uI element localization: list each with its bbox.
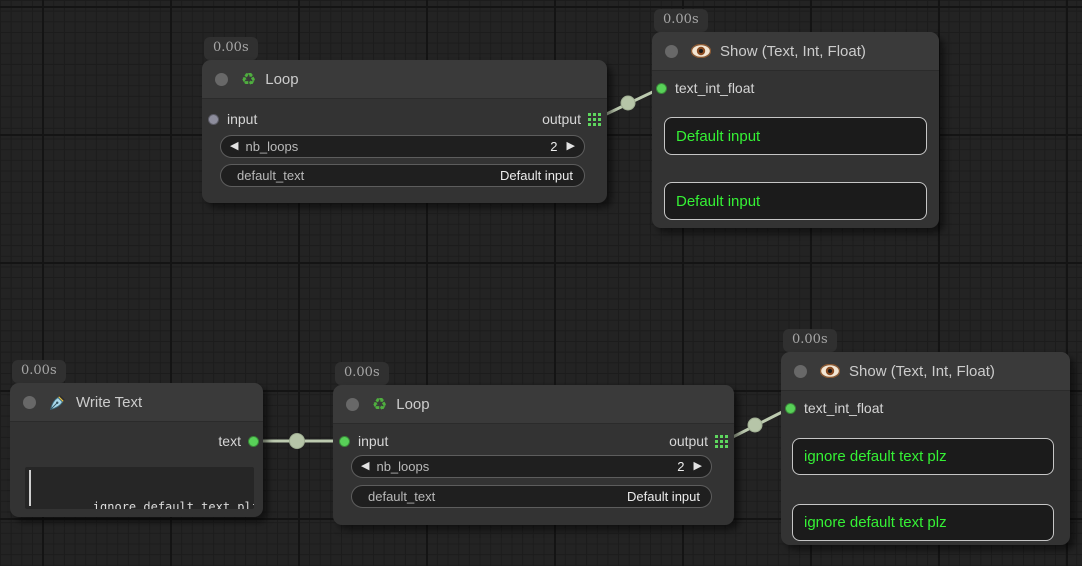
node-titlebar[interactable]: Show (Text, Int, Float): [781, 352, 1070, 391]
widget-value: 2: [677, 459, 685, 474]
display-value-box: Default input: [664, 117, 927, 155]
widget-label: default_text: [237, 168, 305, 183]
widget-value: 2: [550, 139, 558, 154]
collapse-dot[interactable]: [794, 364, 807, 378]
output-slot-label: text: [218, 433, 241, 449]
widget-value: Default input: [627, 489, 700, 504]
display-value: ignore default text plz: [804, 514, 947, 531]
eye-icon: [820, 364, 840, 378]
link-midpoint[interactable]: [620, 95, 636, 111]
collapse-dot[interactable]: [215, 72, 228, 86]
text-input-value: ignore default text plz: [92, 500, 254, 509]
node-loop-bottom[interactable]: 0.00s ♻ Loop input output: [333, 362, 734, 525]
input-slot-label: input: [227, 111, 258, 127]
stepper-right-icon[interactable]: ▶: [693, 460, 702, 472]
exec-time-badge: 0.00s: [654, 9, 708, 32]
display-value: ignore default text plz: [804, 448, 947, 465]
node-write-text[interactable]: 0.00s Write Text text: [10, 360, 263, 517]
input-slot[interactable]: [208, 113, 219, 125]
node-titlebar[interactable]: Write Text: [10, 383, 263, 422]
text-caret: [29, 470, 31, 506]
text-input[interactable]: ignore default text plz: [25, 467, 254, 509]
stepper-left-icon[interactable]: ◀: [230, 140, 239, 152]
node-titlebar[interactable]: ♻ Loop: [333, 385, 734, 424]
widget-label: default_text: [368, 489, 436, 504]
node-titlebar[interactable]: ♻ Loop: [202, 60, 607, 99]
display-value: Default input: [676, 192, 761, 210]
widget-label: nb_loops: [245, 139, 299, 154]
collapse-dot[interactable]: [23, 395, 36, 409]
eye-icon: [691, 44, 711, 58]
node-loop-top[interactable]: 0.00s ♻ Loop input output: [202, 37, 607, 203]
collapse-dot[interactable]: [346, 397, 359, 411]
input-slot-label: text_int_float: [804, 400, 884, 416]
pen-icon: [49, 393, 67, 411]
output-slot-label: output: [669, 433, 708, 449]
node-title: Show (Text, Int, Float): [720, 42, 866, 60]
node-title: Write Text: [76, 393, 143, 411]
stepper-right-icon[interactable]: ▶: [566, 140, 575, 152]
node-title: Show (Text, Int, Float): [849, 362, 995, 380]
default-text-field[interactable]: default_text Default input: [220, 164, 585, 187]
input-slot[interactable]: [656, 82, 667, 94]
exec-time-badge: 0.00s: [335, 362, 389, 385]
input-slot[interactable]: [339, 435, 350, 447]
display-value-box: ignore default text plz: [792, 504, 1054, 541]
stepper-left-icon[interactable]: ◀: [361, 460, 370, 472]
nb-loops-stepper[interactable]: ◀ nb_loops 2 ▶: [220, 135, 585, 158]
grid-output-slot[interactable]: [715, 434, 728, 448]
recycle-icon: ♻: [372, 394, 388, 414]
node-show-top[interactable]: 0.00s Show (Text, Int, Float) text_int_f…: [652, 9, 939, 228]
display-value-box: Default input: [664, 182, 927, 220]
exec-time-badge: 0.00s: [12, 360, 66, 383]
widget-label: nb_loops: [376, 459, 430, 474]
display-value-box: ignore default text plz: [792, 438, 1054, 475]
output-slot-label: output: [542, 111, 581, 127]
link-midpoint[interactable]: [289, 433, 305, 449]
input-slot[interactable]: [785, 402, 796, 414]
link-midpoint[interactable]: [747, 417, 763, 433]
exec-time-badge: 0.00s: [783, 329, 837, 352]
exec-time-badge: 0.00s: [204, 37, 258, 60]
recycle-icon: ♻: [241, 69, 257, 89]
node-title: Loop: [396, 395, 430, 413]
input-slot-label: text_int_float: [675, 80, 755, 96]
display-value: Default input: [676, 127, 761, 145]
widget-value: Default input: [500, 168, 573, 183]
default-text-field[interactable]: default_text Default input: [351, 485, 712, 508]
nb-loops-stepper[interactable]: ◀ nb_loops 2 ▶: [351, 455, 712, 478]
node-title: Loop: [265, 70, 299, 88]
node-titlebar[interactable]: Show (Text, Int, Float): [652, 32, 939, 71]
node-show-bottom[interactable]: 0.00s Show (Text, Int, Float) text_int_f…: [781, 329, 1070, 545]
output-slot[interactable]: [248, 435, 259, 447]
grid-output-slot[interactable]: [588, 112, 601, 126]
collapse-dot[interactable]: [665, 44, 678, 58]
input-slot-label: input: [358, 433, 389, 449]
